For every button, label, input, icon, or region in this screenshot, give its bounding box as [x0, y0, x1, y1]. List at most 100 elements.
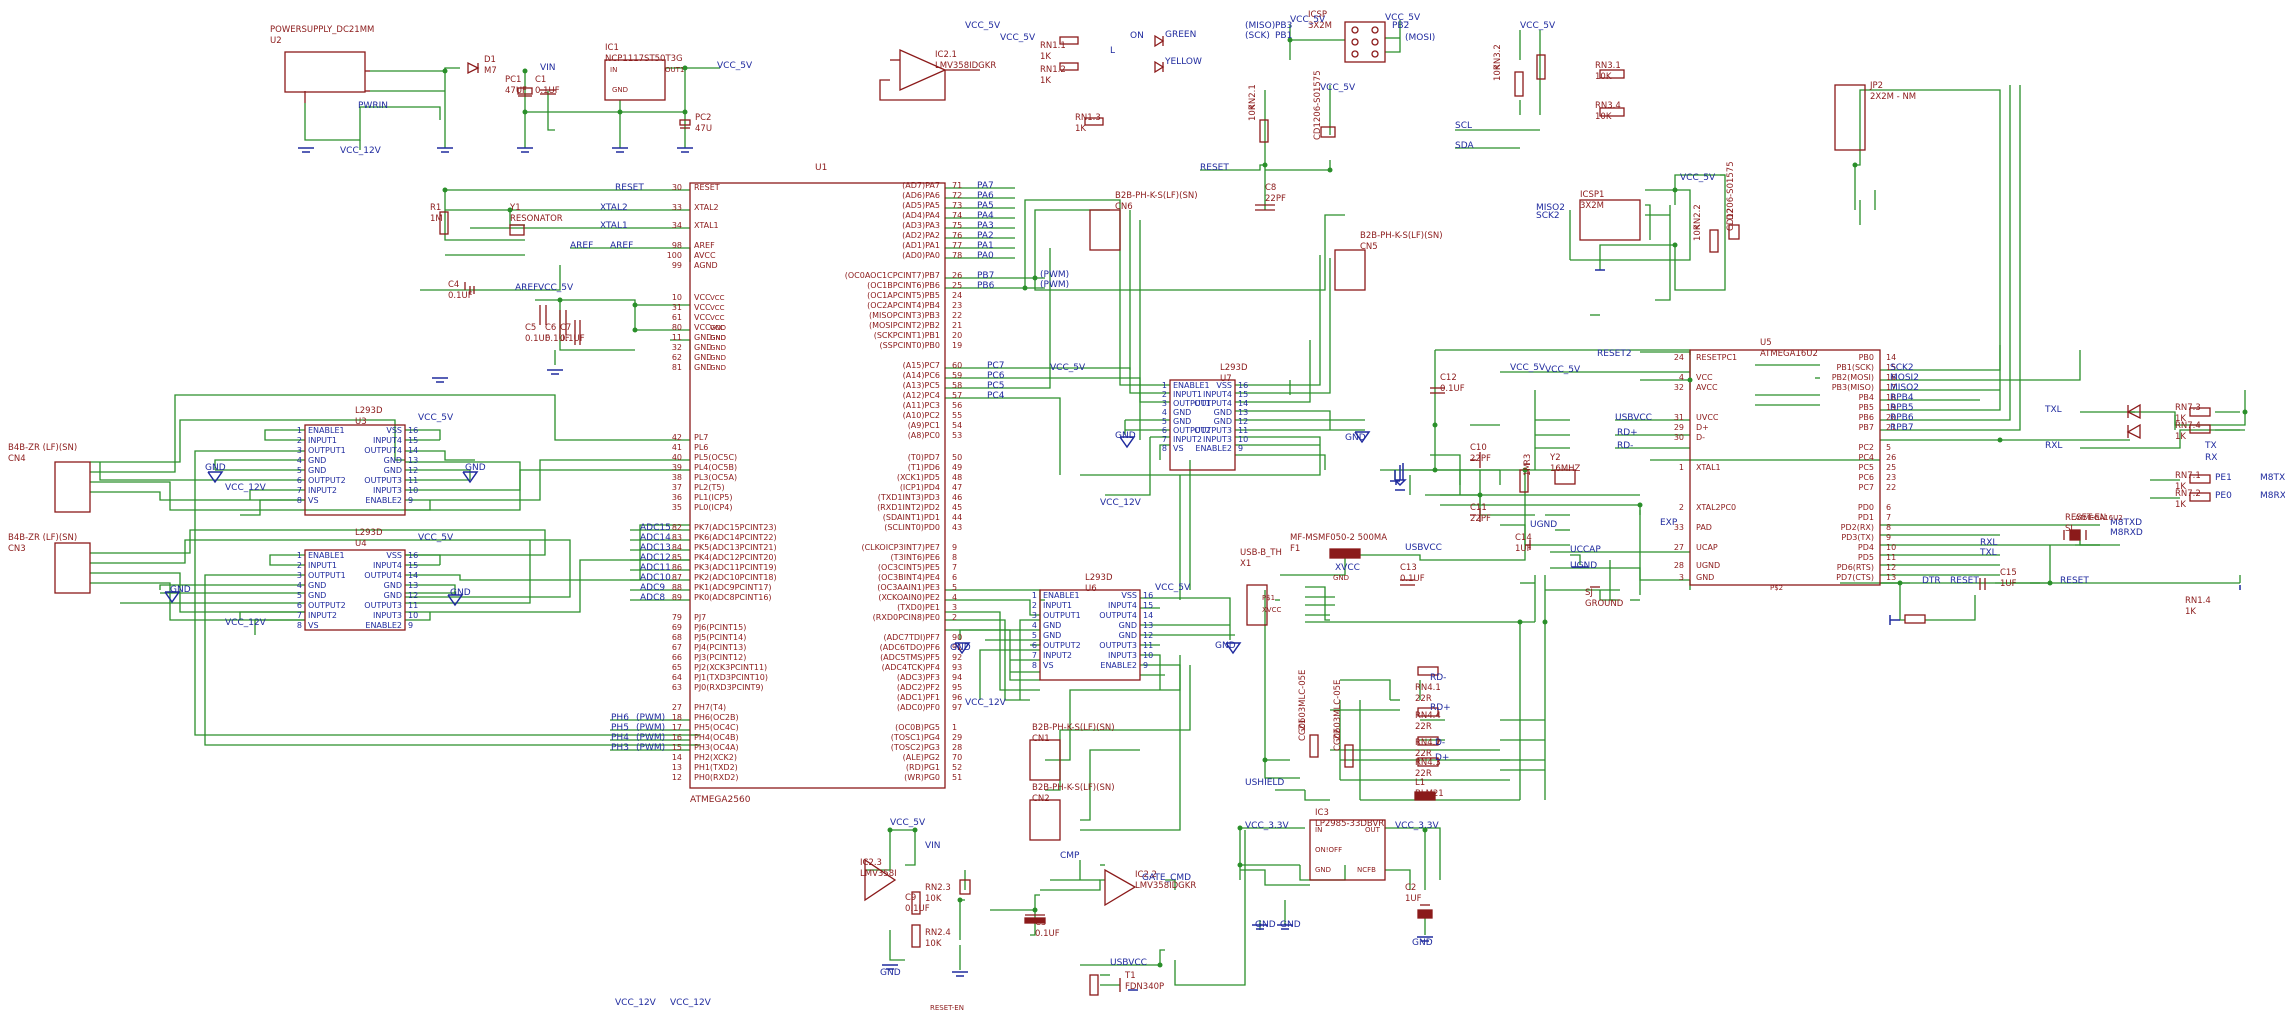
f1-label: F1	[1290, 544, 1300, 554]
l293d-pin-number: 8	[297, 621, 302, 630]
c1-label: 0.1UF	[535, 86, 560, 96]
l293d-pin-signal: INPUT1	[308, 436, 337, 445]
d1-label: D1	[484, 55, 496, 65]
c12-label: C12	[1440, 373, 1457, 383]
u1-pin-number: 26	[952, 271, 962, 280]
l293d-pin-signal: GND	[1173, 408, 1191, 417]
u1-pin-number: 94	[952, 673, 962, 682]
z1-label: Z1	[1298, 719, 1308, 730]
si-label: SJ	[2065, 524, 2073, 534]
net-label: ADC13	[640, 543, 671, 553]
u5-pin-signal: PD7(CTS)	[1836, 573, 1874, 582]
u1-pin-number: 37	[672, 483, 682, 492]
c5-label: C5	[525, 323, 536, 333]
u1-pin-signal: PJ0(RXD3PCINT9)	[694, 683, 764, 692]
u1-pin-number: 71	[952, 181, 962, 190]
l293d-pin-number: 6	[1032, 641, 1037, 650]
u5-pin-signal: PC7	[1859, 483, 1875, 492]
u1-pin-number: 33	[672, 203, 682, 212]
u1-pin-number: 100	[667, 251, 682, 260]
l293d-pin-number: 9	[1238, 444, 1243, 453]
u5-pin-signal: PB7	[1859, 423, 1874, 432]
u1-pin-signal: (OC2APCINT4)PB4	[867, 301, 940, 310]
rn4-2-label: 22R	[1415, 749, 1432, 759]
u1-pin-number: 64	[672, 673, 682, 682]
rn7-2-label: 1K	[2175, 500, 2186, 510]
net-label: VCC_12V	[615, 998, 657, 1008]
u5-pin-signal: GND	[1696, 573, 1714, 582]
net-label: PA5	[977, 201, 994, 211]
u1-pin-signal: GND	[694, 353, 712, 362]
u4-label: L293D	[355, 528, 383, 538]
cn5-label: B2B-PH-K-S(LF)(SN)	[1360, 231, 1443, 241]
net-label: VCC_12V	[1100, 498, 1142, 508]
u1-pin-signal: PH0(RXD2)	[694, 773, 738, 782]
u1-pin-signal: (SSPCINT0)PB0	[879, 341, 940, 350]
ic3-label: IC3	[1315, 808, 1329, 818]
rn4-1-label: 22R	[1415, 694, 1432, 704]
l293d-pin-signal: INPUT1	[308, 561, 337, 570]
rn1-1-label: 1K	[1040, 52, 1051, 62]
cn6-label: B2B-PH-K-S(LF)(SN)	[1115, 191, 1198, 201]
cn4-label: B4B-ZR (LF)(SN)	[8, 443, 77, 453]
l293d-pin-signal: VSS	[386, 426, 402, 435]
c6-label: C6	[545, 323, 556, 333]
l293d-pin-number: 14	[1238, 399, 1248, 408]
net-label: USBVCC	[1110, 958, 1147, 968]
net-label: RD-	[1617, 441, 1633, 451]
net-label: VCC_5V	[1545, 365, 1581, 375]
u5-pin-number: 9	[1886, 533, 1891, 542]
l293d-pin-signal: OUTPUT2	[1043, 641, 1081, 650]
u1-pin-signal: PL1(ICP5)	[694, 493, 732, 502]
l293d-pin-number: 3	[1162, 399, 1167, 408]
u1-pin-signal: (RXD1INT2)PD2	[877, 503, 940, 512]
l293d-pin-number: 16	[408, 551, 418, 560]
l293d-pin-signal: OUTPUT3	[364, 601, 402, 610]
rn1-3-label: RN1.3	[1075, 113, 1101, 123]
u5-pin-number: 21	[1886, 423, 1896, 432]
rn2-4-label: RN2.4	[925, 928, 951, 938]
c15-label: 1UF	[2000, 579, 2017, 589]
u5-pin-number: 24	[1674, 353, 1684, 362]
junction-dots	[442, 37, 2248, 968]
net-label: RD+	[1430, 703, 1451, 713]
net-label: RPB6	[1890, 413, 1914, 423]
u1-pin-signal: PJ3(PCINT12)	[694, 653, 746, 662]
net-label: PH3	[611, 743, 629, 753]
u1-pin-signal: PH2(XCK2)	[694, 753, 737, 762]
u1-pin-signal: (AD2)PA2	[902, 231, 940, 240]
c11-label: 22PF	[1470, 514, 1491, 524]
l293d-pin-signal: INPUT4	[373, 436, 402, 445]
net-label: SDA	[1455, 141, 1474, 151]
u1-pin-number: 8	[952, 553, 957, 562]
wires	[90, 20, 2246, 986]
u1-pin-signal: (XCK1)PD5	[897, 473, 940, 482]
rn7-3-label: 1K	[2175, 414, 2186, 424]
u1-pin-number: 89	[672, 593, 682, 602]
l293d-pin-number: 3	[297, 571, 302, 580]
l293d-pin-signal: ENABLE2	[365, 496, 402, 505]
l293d-pin-signal: OUTPUT3	[1099, 641, 1137, 650]
u1-pin-number: 55	[952, 411, 962, 420]
l293d-pin-signal: GND	[1119, 631, 1137, 640]
l293d-pin-number: 9	[408, 496, 413, 505]
net-label: VCC_12V	[340, 146, 382, 156]
u1-pin-signal: (TOSC2)PG3	[891, 743, 940, 752]
l293d-pin-number: 11	[408, 476, 418, 485]
u1-pin-number: 95	[952, 683, 962, 692]
l293d-pin-signal: INPUT4	[373, 561, 402, 570]
u1-pin-number: 35	[672, 503, 682, 512]
net-label: VCC_5V	[965, 21, 1001, 31]
u1-pin-number: 34	[672, 221, 682, 230]
net-label: VCC_5V	[1385, 13, 1421, 23]
net-label: RX	[2205, 453, 2217, 463]
l293d-pin-signal: OUTPUT1	[1173, 399, 1211, 408]
u5-pin-number: 10	[1886, 543, 1896, 552]
l293d-pin-signal: GND	[1119, 621, 1137, 630]
l293d-pin-number: 4	[1162, 408, 1167, 417]
u1-pin-number: 10	[672, 293, 682, 302]
u1-pin-number: 4	[952, 593, 957, 602]
u1-pin-number: 6	[952, 573, 957, 582]
l293d-pin-signal: INPUT2	[308, 486, 337, 495]
u5-pin-number: 6	[1886, 503, 1891, 512]
